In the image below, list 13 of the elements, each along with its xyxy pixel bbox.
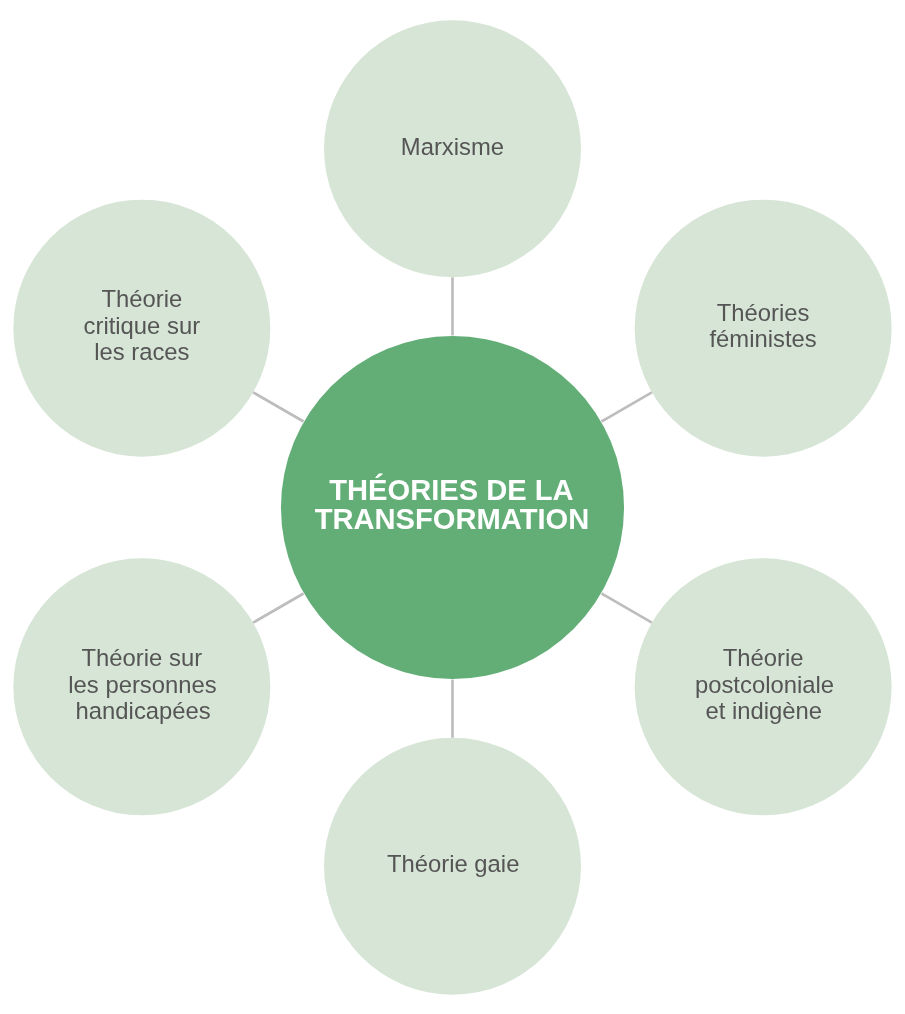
- connector: [451, 679, 454, 738]
- connector: [252, 390, 305, 423]
- node-circle: Théorie gaie: [324, 737, 581, 995]
- connector: [600, 591, 653, 624]
- node-circle: Théorie critique sur les races: [13, 199, 271, 457]
- node-circle: Marxisme: [324, 19, 581, 277]
- node-circle: Théories féministes: [634, 199, 892, 457]
- connector: [252, 591, 305, 624]
- connector: [600, 390, 653, 423]
- node-circle: Théorie postcoloniale et indigène: [634, 557, 892, 815]
- connector: [451, 276, 454, 335]
- node-circle: Théorie sur les personnes handicapées: [13, 557, 271, 815]
- node-circle: THÉORIES DE LA TRANSFORMATION: [280, 335, 625, 679]
